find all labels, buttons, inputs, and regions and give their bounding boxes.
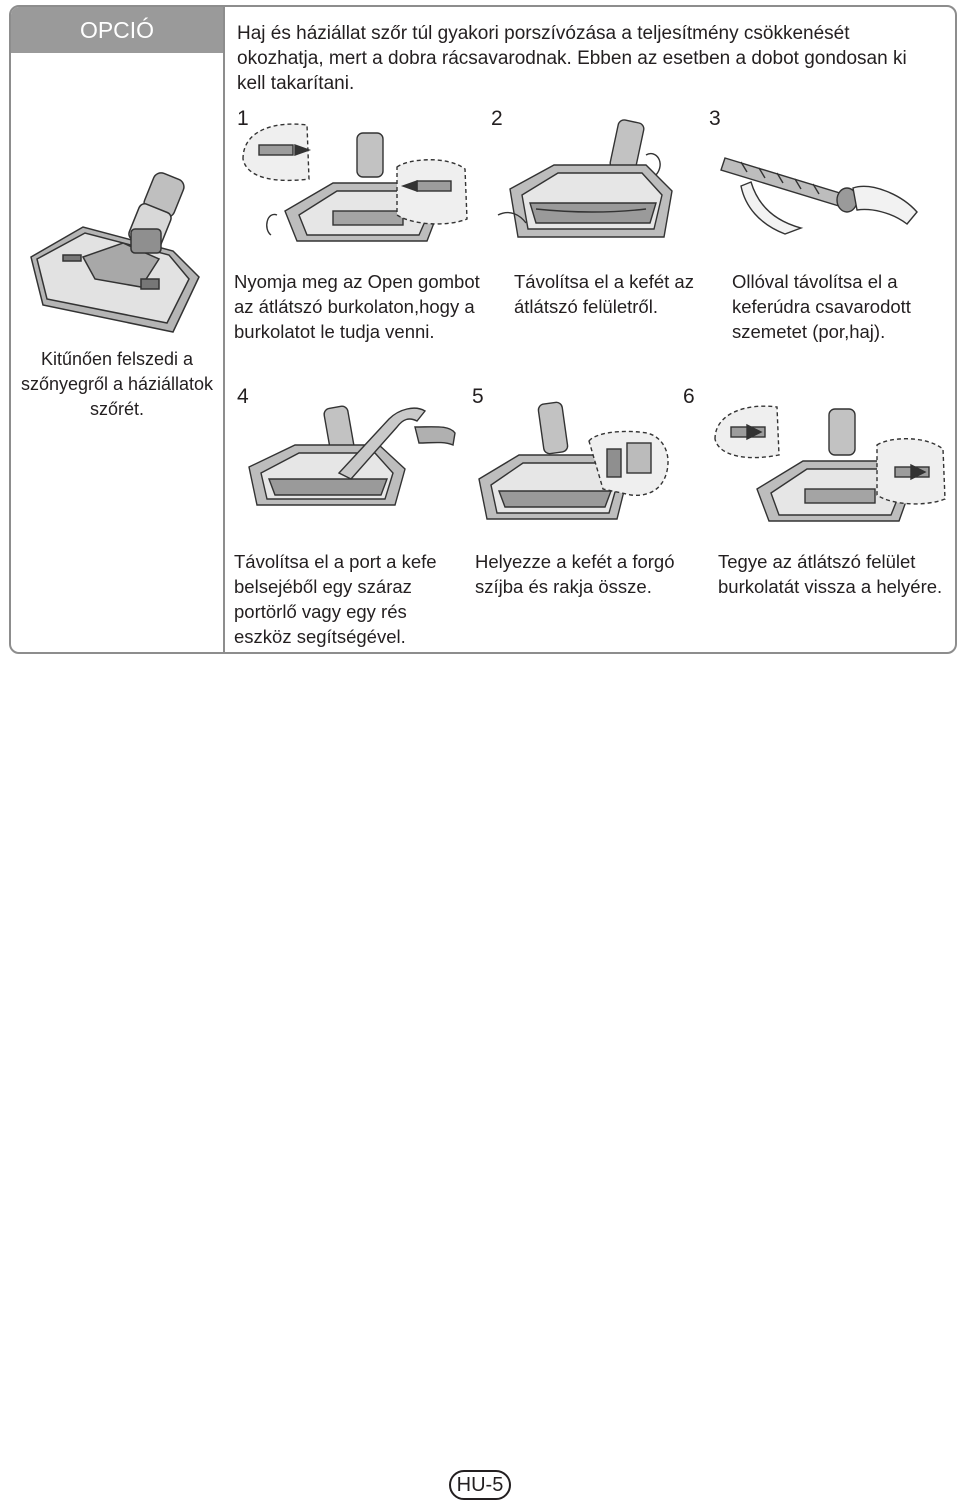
- step-5-illustration: [478, 401, 669, 520]
- step-1-illustration: [242, 123, 468, 242]
- step-5-number: 5: [472, 385, 484, 408]
- option-panel: OPCIÓ Kitűnően felszedi a szőnyegről a h…: [9, 5, 957, 654]
- side-caption: Kitűnően felszedi a szőnyegről a háziáll…: [20, 349, 214, 419]
- step-4-number: 4: [237, 385, 249, 408]
- step-2-caption: Távolítsa el a kefét az átlátszó felület…: [514, 271, 694, 317]
- step-1-caption: Nyomja meg az Open gombot az átlátszó bu…: [234, 271, 480, 342]
- option-sidebar: OPCIÓ Kitűnően felszedi a szőnyegről a h…: [11, 7, 225, 652]
- step-4-illustration: [248, 405, 456, 506]
- step-6-caption: Tegye az átlátszó felület burkolatát vis…: [718, 551, 943, 597]
- step-3-number: 3: [709, 107, 721, 130]
- step-4-caption: Távolítsa el a port a kefe belsejéből eg…: [234, 551, 437, 647]
- step-5-caption: Helyezze a kefét a forgó szíjba és rakja…: [475, 551, 675, 597]
- step-2-number: 2: [491, 107, 503, 130]
- step-6-illustration: [714, 405, 946, 522]
- option-badge: OPCIÓ: [11, 7, 223, 53]
- step-1-number: 1: [237, 107, 249, 130]
- step-3-caption: Ollóval távolítsa el a keferúdra csavaro…: [732, 271, 911, 342]
- step-6-number: 6: [683, 385, 695, 408]
- turbo-brush-illustration: [30, 172, 200, 333]
- step-2-illustration: [497, 119, 673, 238]
- page-number: HU-5: [449, 1470, 511, 1500]
- step-3-illustration: [720, 157, 918, 235]
- intro-text: Haj és háziállat szőr túl gyakori porszí…: [237, 23, 907, 94]
